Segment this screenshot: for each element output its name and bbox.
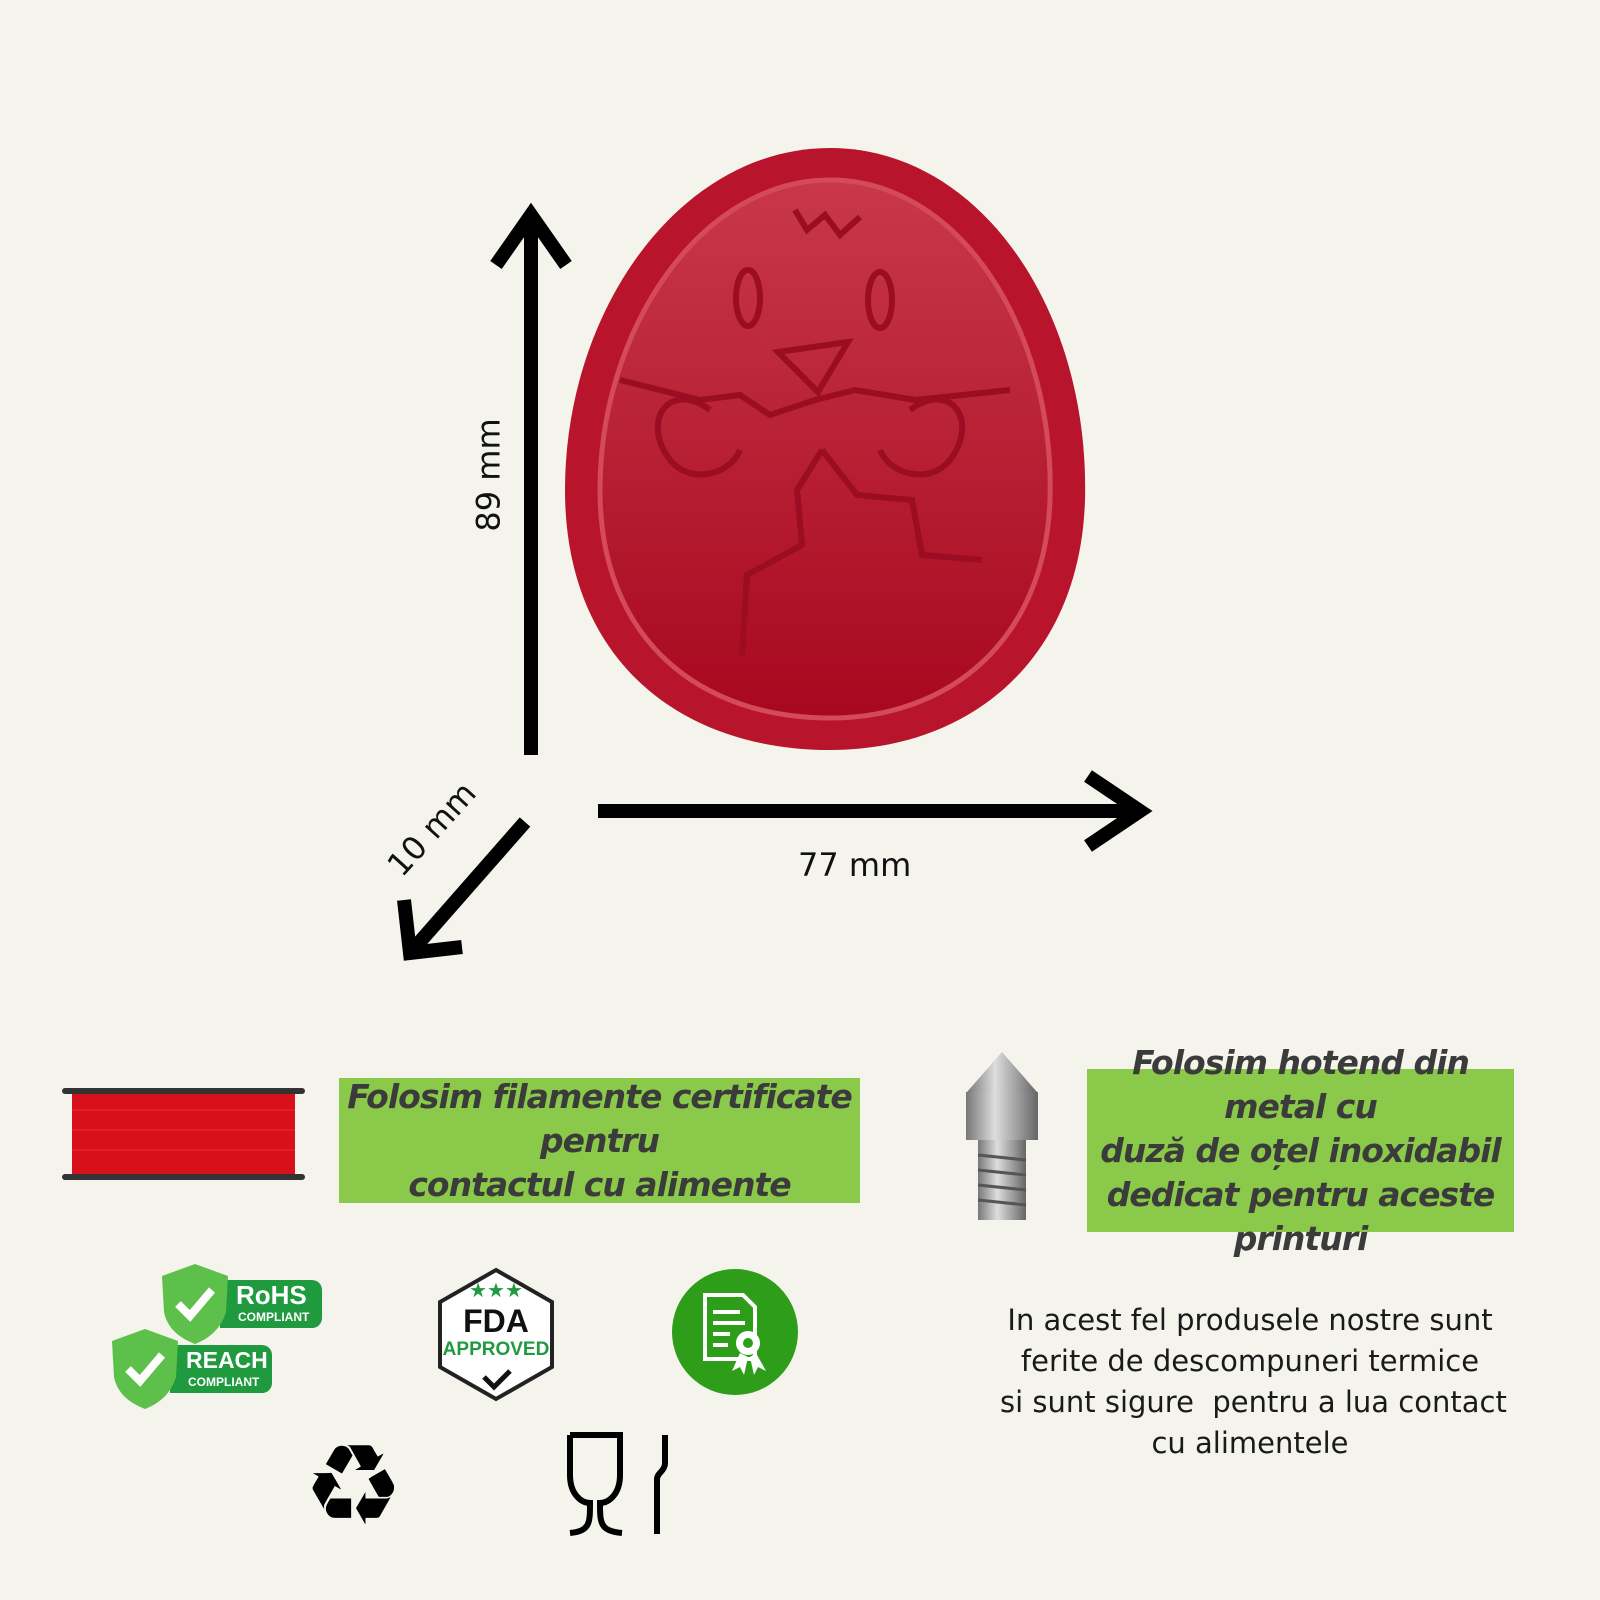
fda-subtitle: APPROVED <box>442 1339 550 1360</box>
rohs-compliant-badge: RoHS COMPLIANT <box>160 1262 325 1344</box>
certificate-icon <box>672 1269 798 1395</box>
steel-nozzle-image <box>966 1052 1038 1220</box>
filament-info-box: Folosim filamente certificate pentru con… <box>339 1076 860 1204</box>
safety-note-line: In acest fel produsele nostre sunt <box>1007 1303 1493 1337</box>
hotend-info-line: duză de oțel inoxidabil <box>1100 1130 1501 1170</box>
height-label: 89 mm <box>469 418 508 532</box>
width-arrowhead <box>1084 770 1153 852</box>
hotend-info-box: Folosim hotend din metal cu duză de oțel… <box>1087 1043 1514 1258</box>
dimension-arrows <box>397 202 1153 961</box>
safety-note-line: cu alimentele <box>1151 1426 1349 1460</box>
reach-compliant-badge: REACH COMPLIANT <box>110 1327 275 1409</box>
width-label: 77 mm <box>798 846 912 884</box>
svg-text:★★★: ★★★ <box>469 1280 523 1302</box>
recycle-icon: ♻ <box>303 1421 404 1551</box>
filament-info-line: contactul cu alimente <box>408 1164 791 1204</box>
fda-approved-badge: ★★★ FDA APPROVED <box>436 1267 556 1402</box>
filament-info-line: Folosim filamente certificate pentru <box>347 1076 853 1160</box>
food-safe-glass-fork-icon <box>567 1432 668 1536</box>
depth-arrowhead <box>397 899 463 961</box>
rohs-subtitle: COMPLIANT <box>238 1310 310 1324</box>
fda-title: FDA <box>463 1303 529 1339</box>
height-arrowhead <box>490 202 572 270</box>
reach-title: REACH <box>186 1347 268 1373</box>
safety-note-line: ferite de descompuneri termice <box>1020 1344 1480 1378</box>
safety-note-line: si sunt sigure pentru a lua contact <box>1000 1385 1507 1419</box>
filament-spool-image <box>62 1088 305 1180</box>
hotend-info-line: Folosim hotend din metal cu <box>1132 1042 1470 1126</box>
egg-cookie-cutter-image <box>565 148 1086 750</box>
shield-check-icon <box>112 1329 178 1409</box>
depth-arrow <box>404 817 531 958</box>
safety-note: In acest fel produsele nostre sunt ferit… <box>1000 1300 1507 1464</box>
hotend-info-line: dedicat pentru aceste printuri <box>1106 1174 1496 1258</box>
rohs-title: RoHS <box>236 1280 307 1310</box>
reach-subtitle: COMPLIANT <box>188 1375 260 1389</box>
shield-check-icon <box>162 1264 228 1344</box>
